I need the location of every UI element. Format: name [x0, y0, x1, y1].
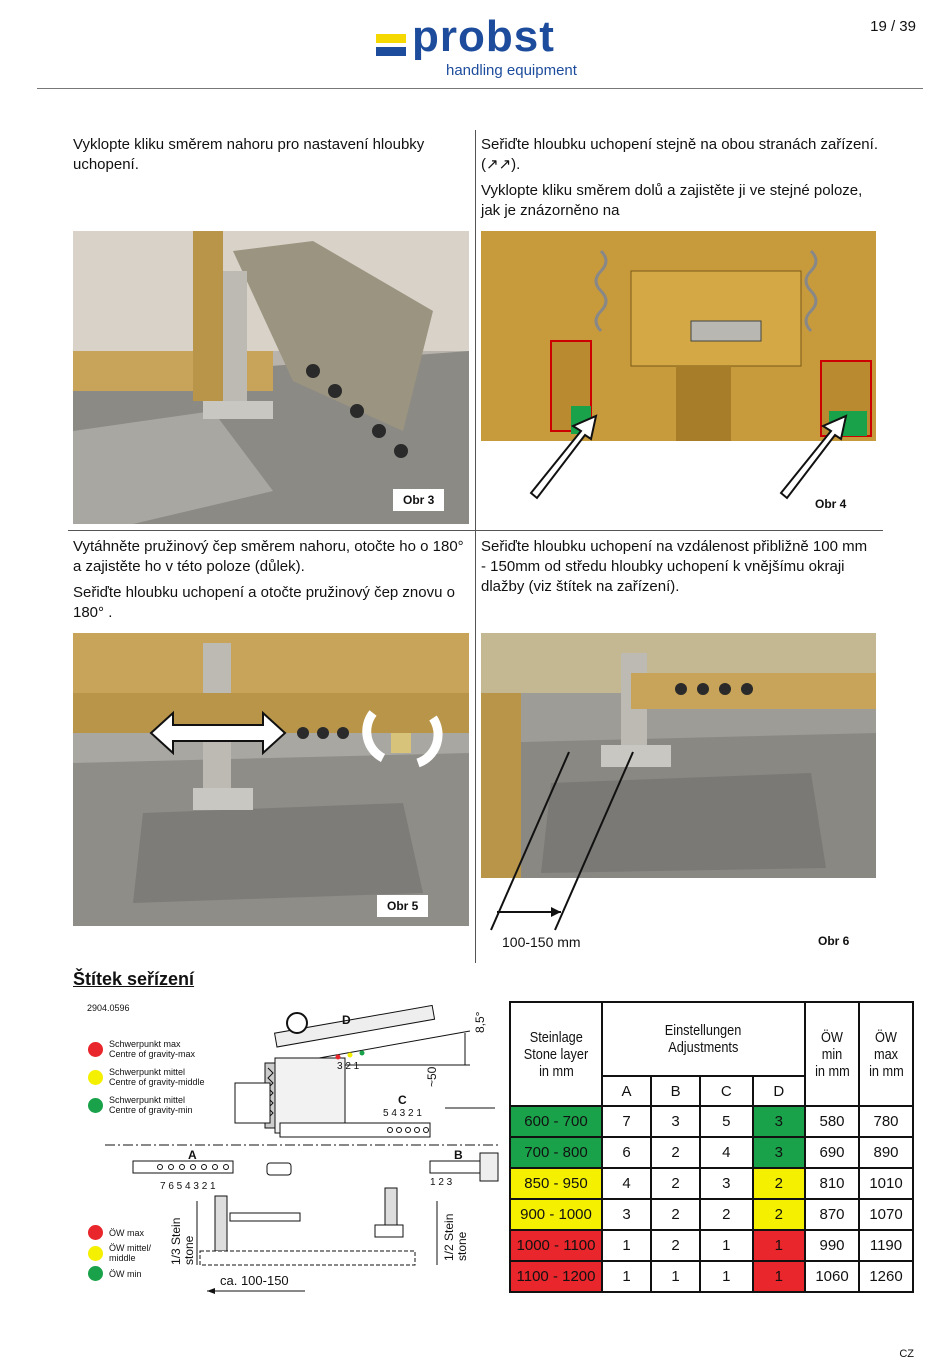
grid-vertical-line — [475, 130, 476, 963]
photo-obr-3-image — [73, 231, 469, 524]
header-rule — [37, 88, 923, 89]
table-row: 850 - 950 4 2 3 2 810 1010 — [509, 1167, 914, 1200]
label-b: B — [454, 1148, 463, 1162]
logo-blue-bar — [376, 47, 406, 56]
yellow-dot-icon — [88, 1069, 103, 1085]
height-label: ~50 — [425, 1066, 439, 1087]
photo-obr-6 — [481, 633, 876, 878]
measure-label: 100-150 mm — [502, 934, 581, 950]
diagram-drawing — [105, 1004, 500, 1294]
ca-label: ca. 100-150 — [220, 1273, 289, 1288]
section-4-text: Seřiďte hloubku uchopení na vzdálenost p… — [481, 538, 868, 595]
footer-lang: CZ — [899, 1348, 914, 1360]
label-a: A — [188, 1148, 197, 1162]
section-2-text: Seřiďte hloubku uchopení stejně na obou … — [481, 136, 878, 219]
section-3-text: Vytáhněte pružinový čep směrem nahoru, o… — [73, 538, 464, 621]
caption-obr-3: Obr 3 — [393, 489, 445, 511]
col-c: C — [699, 1075, 754, 1107]
label-d: D — [342, 1013, 351, 1027]
legend-bottom-item: ÖW min — [88, 1266, 151, 1281]
scale-a: 7 6 5 4 3 2 1 — [160, 1181, 216, 1192]
col-b: B — [650, 1075, 702, 1107]
table-row: 900 - 1000 3 2 2 2 870 1070 — [509, 1198, 914, 1231]
logo-yellow-bar — [376, 34, 406, 43]
measure-lines — [490, 751, 634, 931]
header-ow-max: ÖW max in mm — [858, 1001, 914, 1107]
caption-obr-4: Obr 4 — [805, 493, 857, 515]
plate-title: Štítek seřízení — [73, 969, 195, 989]
section-1-text: Vyklopte kliku směrem nahoru pro nastave… — [73, 136, 425, 173]
diagram-code: 2904.0596 — [87, 1003, 130, 1013]
green-dot-icon — [88, 1097, 103, 1113]
legend-bottom: ÖW max ÖW mittel/middle ÖW min — [88, 1225, 151, 1281]
photo-obr-5-image — [73, 633, 469, 926]
col-a: A — [600, 1075, 653, 1107]
photo-obr-5: Obr 5 — [73, 633, 469, 926]
header-ow-min: ÖW min in mm — [804, 1001, 860, 1107]
photo-obr-3: Obr 3 — [73, 231, 469, 524]
scale-b: 1 2 3 — [430, 1177, 453, 1188]
photo-obr-4: Obr 4 — [481, 231, 876, 524]
grid-horizontal-line — [68, 530, 883, 531]
table-row: 1100 - 1200 1 1 1 1 1060 1260 — [509, 1260, 914, 1293]
table-row: 600 - 700 7 3 5 3 580 780 — [509, 1105, 914, 1138]
legend-bottom-item: ÖW max — [88, 1225, 151, 1240]
scale-d: 3 2 1 — [337, 1061, 360, 1072]
col-d: D — [751, 1075, 807, 1107]
table-row: 700 - 800 6 2 4 3 690 890 — [509, 1136, 914, 1169]
caption-obr-6: Obr 6 — [818, 934, 850, 948]
scale-c: 5 4 3 2 1 — [383, 1108, 422, 1119]
adjustment-table: Steinlage Stone layer in mm Einstellunge… — [509, 1001, 914, 1293]
label-c: C — [398, 1093, 407, 1107]
header-adjustments: Einstellungen Adjustments — [601, 1001, 806, 1077]
logo-tagline: handling equipment — [446, 62, 577, 79]
logo: probst handling equipment — [376, 12, 596, 84]
angle-label: 8,5° — [473, 1011, 487, 1033]
header-stone-layer: Steinlage Stone layer in mm — [509, 1001, 603, 1107]
caption-obr-5: Obr 5 — [377, 895, 429, 917]
yellow-dot-icon — [88, 1245, 103, 1261]
photo-obr-6-image — [481, 633, 876, 878]
green-dot-icon — [88, 1266, 103, 1281]
page-number: 19 / 39 — [870, 18, 916, 35]
red-dot-icon — [88, 1041, 103, 1057]
table-row: 1000 - 1100 1 2 1 1 990 1190 — [509, 1229, 914, 1262]
logo-word: probst — [412, 12, 555, 61]
photo-obr-4-image — [481, 231, 876, 500]
red-dot-icon — [88, 1225, 103, 1240]
legend-bottom-item: ÖW mittel/middle — [88, 1243, 151, 1263]
